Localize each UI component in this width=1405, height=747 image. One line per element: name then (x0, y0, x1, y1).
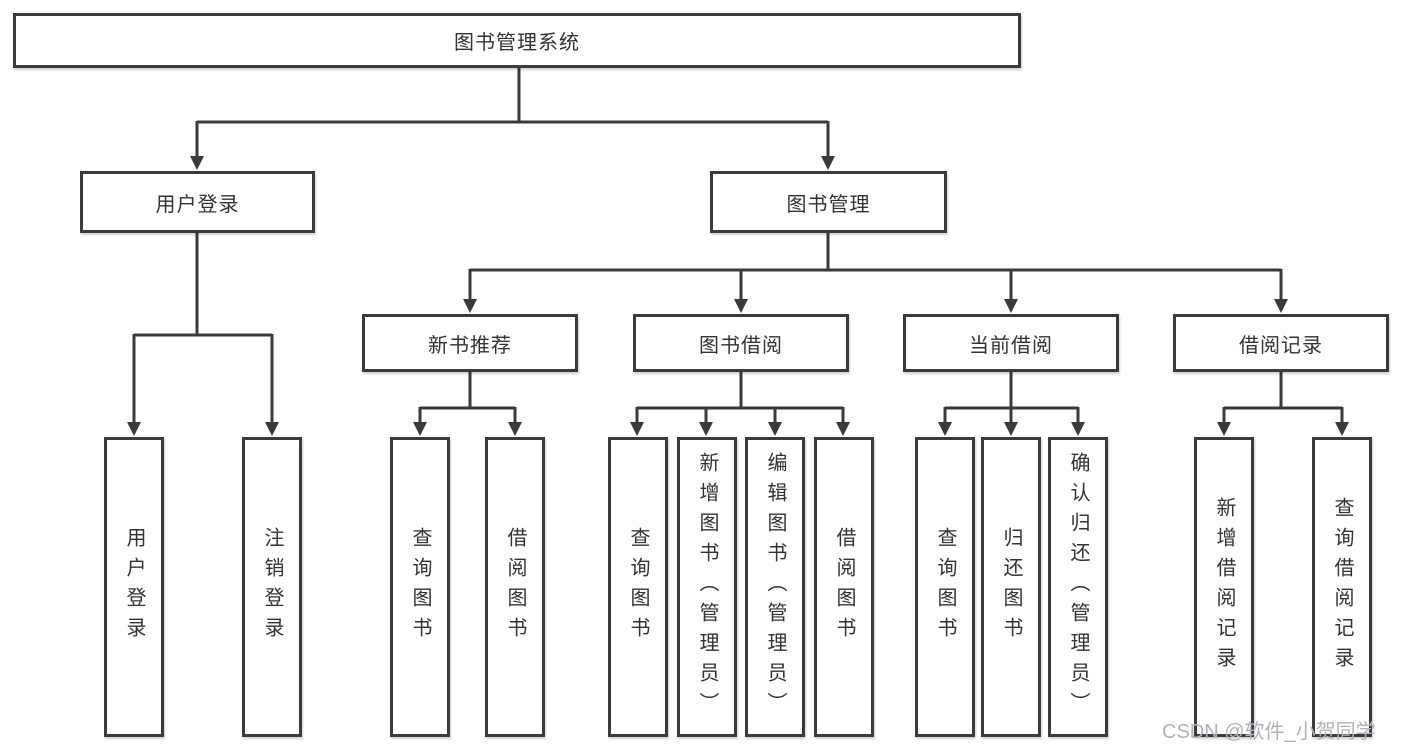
connector-userlogin-to-leaves (132, 233, 274, 423)
node-book-borrowing: 图书借阅 (633, 314, 849, 372)
connector-records-to-leaves (1222, 372, 1344, 423)
arrowhead (836, 422, 850, 436)
leaf-user-login: 用户登录 (104, 437, 164, 737)
arrowhead (630, 422, 644, 436)
node-book-management: 图书管理 (710, 171, 947, 233)
arrowhead (265, 422, 279, 436)
arrowhead (508, 422, 522, 436)
leaf-label: 注销登录 (261, 527, 283, 647)
leaf-add-books-admin: 新增图书（管理员） (677, 437, 737, 737)
leaf-query-books: 查询图书 (608, 437, 668, 737)
leaf-label: 借阅图书 (504, 527, 526, 647)
leaf-borrow-books: 借阅图书 (485, 437, 545, 737)
arrowhead (1071, 422, 1085, 436)
leaf-label: 新增图书（管理员） (696, 452, 718, 722)
leaf-return-books: 归还图书 (981, 437, 1041, 737)
leaf-label: 查询图书 (409, 527, 431, 647)
connector-bookmgmt-to-level2 (468, 233, 1283, 300)
leaf-query-borrow-record: 查询借阅记录 (1312, 437, 1372, 737)
arrowhead (734, 299, 748, 313)
leaf-add-borrow-record: 新增借阅记录 (1194, 437, 1254, 737)
connector-root-to-level1 (195, 68, 830, 157)
arrowhead (768, 422, 782, 436)
leaf-label: 新增借阅记录 (1213, 497, 1235, 677)
arrowhead (127, 422, 141, 436)
leaf-label: 编辑图书（管理员） (764, 452, 786, 722)
connector-borrowing-to-leaves (635, 372, 845, 423)
arrowhead (1004, 299, 1018, 313)
leaf-query-books: 查询图书 (915, 437, 975, 737)
leaf-label: 归还图书 (1000, 527, 1022, 647)
leaf-logout: 注销登录 (242, 437, 302, 737)
node-library-management-system: 图书管理系统 (13, 13, 1021, 68)
node-borrowing-records: 借阅记录 (1173, 314, 1389, 372)
arrowhead (413, 422, 427, 436)
node-user-login: 用户登录 (80, 171, 315, 233)
leaf-label: 确认归还（管理员） (1067, 452, 1089, 722)
connector-newbooks-to-leaves (418, 372, 517, 423)
arrowhead (821, 156, 835, 170)
arrowhead (1335, 422, 1349, 436)
leaf-label: 借阅图书 (833, 527, 855, 647)
leaf-edit-books-admin: 编辑图书（管理员） (745, 437, 805, 737)
arrowhead (190, 156, 204, 170)
node-new-book-recommend: 新书推荐 (362, 314, 578, 372)
arrowhead (938, 422, 952, 436)
leaf-label: 查询图书 (934, 527, 956, 647)
arrowhead (1274, 299, 1288, 313)
arrowhead (1004, 422, 1018, 436)
leaf-label: 用户登录 (123, 527, 145, 647)
leaf-label: 查询借阅记录 (1331, 497, 1353, 677)
arrowhead (463, 299, 477, 313)
arrowhead (699, 422, 713, 436)
leaf-label: 查询图书 (627, 527, 649, 647)
arrowhead (1217, 422, 1231, 436)
leaf-confirm-return-admin: 确认归还（管理员） (1048, 437, 1108, 737)
leaf-borrow-books: 借阅图书 (814, 437, 874, 737)
leaf-query-books: 查询图书 (390, 437, 450, 737)
node-current-borrowing: 当前借阅 (903, 314, 1119, 372)
csdn-watermark: CSDN @软件_小贺同学 (1162, 721, 1376, 743)
connector-current-to-leaves (943, 372, 1080, 423)
